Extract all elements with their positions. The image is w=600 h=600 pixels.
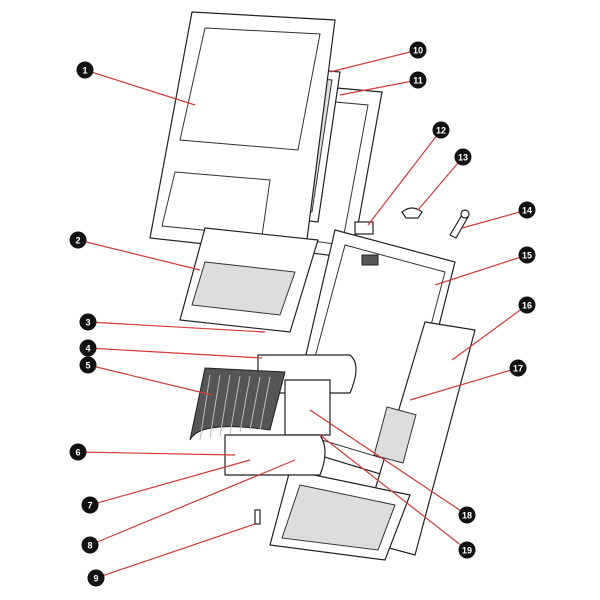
leader-line [89,459,251,506]
bottom-tray [269,469,411,561]
callout-badge [81,536,99,554]
callout-1: 1 [76,61,196,106]
callout-badge [79,356,97,374]
callout-number: 13 [458,153,468,163]
callout-6: 6 [69,443,236,461]
leader-line [84,69,196,106]
callout-number: 3 [85,318,90,328]
callout-badge [454,148,472,166]
callout-badge [87,569,105,587]
callout-number: 11 [413,76,423,86]
leader-line [329,49,419,73]
callout-8: 8 [81,459,296,554]
leader-line [309,409,468,516]
callout-15: 15 [434,246,536,286]
callout-number: 18 [462,511,472,521]
leader-line [409,367,519,401]
callout-badge [518,201,536,219]
callout-badge [79,339,97,357]
callout-badge [518,246,536,264]
callout-11: 11 [339,71,427,96]
callout-number: 15 [522,251,532,261]
callout-4: 4 [79,339,263,359]
callout-badge [409,41,427,59]
leader-line [339,79,419,96]
callout-number: 12 [436,126,446,136]
part-6-lower-housing [224,434,326,476]
part-2-touch-panel [179,227,319,333]
callout-9: 9 [87,523,256,587]
callout-10: 10 [329,41,427,73]
part-18-battery [284,379,331,436]
part-9-screw [254,509,261,525]
callout-number: 5 [85,361,90,371]
callout-14: 14 [461,201,536,229]
callout-number: 19 [462,546,472,556]
leader-line [319,434,468,551]
leader-line [77,451,236,456]
leader-line [89,459,296,546]
callout-number: 10 [413,46,423,56]
part-1-front-frame [149,11,336,256]
callout-number: 7 [87,501,92,511]
callout-number: 14 [522,206,532,216]
callout-16: 16 [451,296,536,361]
callout-badge [69,231,87,249]
leader-line [417,156,464,211]
leader-line [87,364,213,396]
callout-3: 3 [79,313,266,333]
callout-5: 5 [79,356,213,396]
callout-badge [458,541,476,559]
leader-line [434,254,528,286]
callout-7: 7 [81,459,251,514]
callout-number: 17 [513,364,523,374]
leader-line [87,321,266,333]
callout-badge [432,121,450,139]
callout-18: 18 [309,409,476,524]
callout-number: 8 [87,541,92,551]
callout-17: 17 [409,359,527,401]
antenna-tip [460,209,470,219]
callout-badge [69,443,87,461]
leader-line [367,129,442,226]
callout-number: 9 [93,574,98,584]
callout-13: 13 [417,148,472,211]
callout-number: 6 [75,448,80,458]
callout-badge [409,71,427,89]
callout-2: 2 [69,231,201,271]
callout-number: 1 [82,66,87,76]
leader-line [87,347,263,359]
callout-19: 19 [319,434,476,559]
callout-badge [81,496,99,514]
callout-number: 2 [75,236,80,246]
callout-number: 16 [522,301,532,311]
part-12-block [354,221,374,235]
callout-badge [518,296,536,314]
connector [361,254,379,266]
leader-line [77,239,201,271]
callout-number: 4 [85,344,90,354]
callout-badge [458,506,476,524]
leader-line [451,304,528,361]
callout-12: 12 [367,121,450,226]
callout-badge [509,359,527,377]
leader-line [95,523,256,579]
part-13-clip [401,207,423,219]
callout-badge [76,61,94,79]
leader-line [461,209,528,229]
part-5-heatsink [189,367,286,441]
callout-badge [79,313,97,331]
